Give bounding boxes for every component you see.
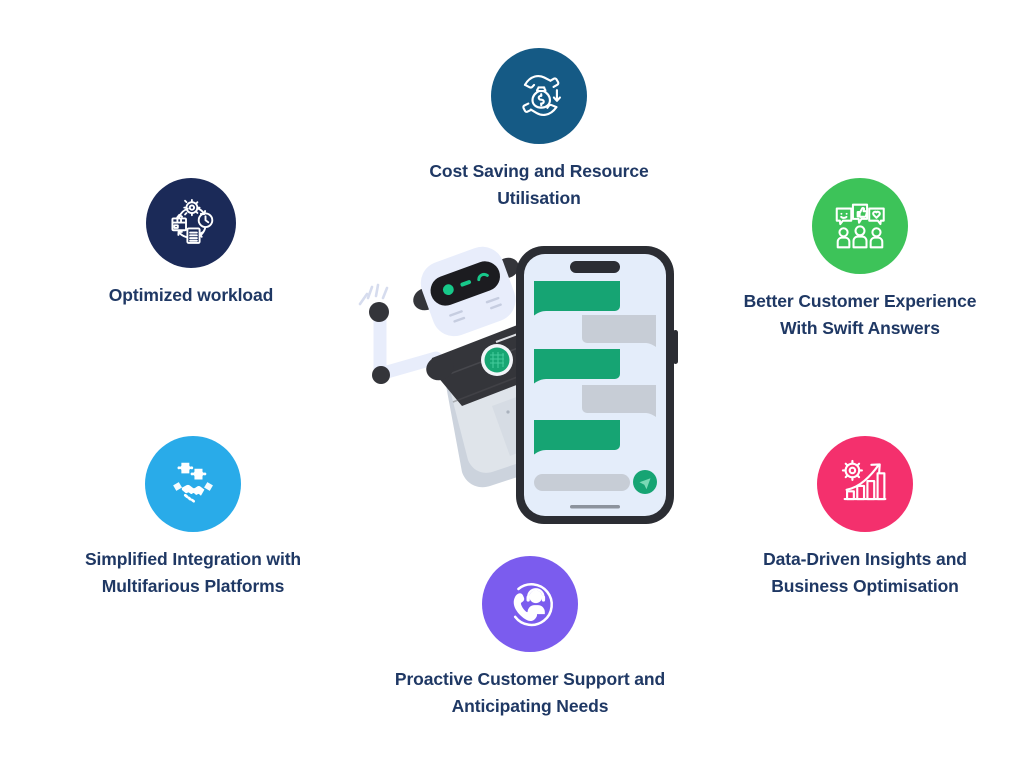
- chat-input-field: [534, 474, 630, 491]
- feature-label: Proactive Customer Support and Anticipat…: [394, 669, 666, 717]
- chat-thread: [534, 281, 656, 455]
- feature-label: Better Customer Experience With Swift An…: [743, 291, 977, 339]
- robot-elbow-joint: [372, 366, 390, 384]
- customer-feedback-icon: [812, 178, 908, 274]
- money-bag-hands-icon: [491, 48, 587, 144]
- feature-label: Data-Driven Insights and Business Optimi…: [763, 549, 967, 597]
- phone-dynamic-island: [570, 261, 620, 273]
- robot-waving-arm: [369, 302, 443, 384]
- chat-bubble-outgoing-3: [534, 420, 620, 455]
- feature-proactive-support[interactable]: Proactive Customer Support and Anticipat…: [370, 556, 690, 720]
- wave-motion-lines: [358, 283, 389, 306]
- feature-cost-saving[interactable]: Cost Saving and Resource Utilisation: [394, 48, 684, 212]
- chat-input-bar: [534, 470, 657, 494]
- chat-bubble-outgoing-1: [534, 281, 620, 316]
- robot-shoulder-joint: [426, 355, 454, 381]
- phone-home-indicator: [570, 505, 620, 509]
- puzzle-handshake-icon: [145, 436, 241, 532]
- support-headset-call-icon: [482, 556, 578, 652]
- robot-hand-joint: [369, 302, 389, 322]
- feature-simplified-integration[interactable]: Simplified Integration with Multifarious…: [48, 436, 338, 600]
- chat-bubble-outgoing-2: [534, 349, 620, 384]
- growth-chart-gear-icon: [817, 436, 913, 532]
- robot-eye-right: [477, 272, 489, 282]
- chat-bubble-incoming-2: [582, 385, 656, 417]
- chat-bubble-incoming-1: [582, 315, 656, 347]
- chatbot-robot-with-smartphone-illustration: [340, 236, 690, 542]
- phone-power-button: [673, 330, 678, 364]
- feature-label: Optimized workload: [108, 285, 274, 305]
- feature-data-driven-insights[interactable]: Data-Driven Insights and Business Optimi…: [720, 436, 1010, 600]
- smartphone: [516, 246, 678, 524]
- feature-label: Cost Saving and Resource Utilisation: [429, 161, 649, 209]
- send-paper-plane-icon: [639, 478, 651, 490]
- robot-eye-left: [442, 284, 454, 296]
- workflow-cycle-icon: [146, 178, 236, 268]
- robot-chest-emblem: [481, 344, 513, 376]
- feature-optimized-workload[interactable]: Optimized workload: [78, 178, 304, 309]
- feature-better-customer-experience[interactable]: Better Customer Experience With Swift An…: [710, 178, 1010, 342]
- feature-label: Simplified Integration with Multifarious…: [84, 549, 302, 597]
- robot-cheek-vents: [449, 296, 502, 323]
- robot-mouth: [460, 280, 472, 287]
- robot-head: [420, 246, 516, 337]
